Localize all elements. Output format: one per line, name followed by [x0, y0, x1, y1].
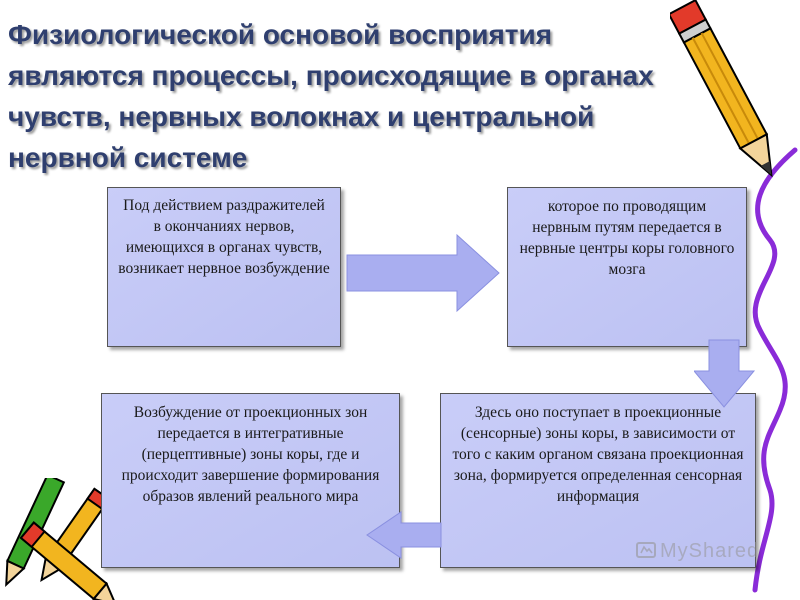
step-1-text: Под действием раздражителей в окончаниях… [118, 197, 330, 277]
arrow-down-icon [694, 339, 756, 408]
watermark-text: MyShared [660, 540, 760, 562]
arrow-left-icon [366, 511, 442, 559]
watermark-icon [636, 542, 656, 558]
pencils-icon [5, 478, 118, 600]
step-1-box: Под действием раздражителей в окончаниях… [107, 187, 341, 347]
step-4-box: Возбуждение от проекционных зон передает… [101, 393, 400, 568]
watermark-logo: MyShared [636, 540, 759, 563]
arrow-right-icon [346, 233, 500, 313]
slide-title: Физиологической основой восприятия являю… [8, 19, 654, 173]
step-2-box: которое по проводящим нервным путям пере… [507, 187, 747, 347]
pencil-icon [670, 0, 773, 178]
purple-swirl-line [752, 147, 798, 593]
step-4-text: Возбуждение от проекционных зон передает… [121, 404, 380, 505]
step-3-box: Здесь оно поступает в проекционные (сенс… [440, 393, 756, 568]
step-3-text: Здесь оно поступает в проекционные (сенс… [452, 404, 744, 505]
step-2-text: которое по проводящим нервным путям пере… [519, 198, 735, 278]
